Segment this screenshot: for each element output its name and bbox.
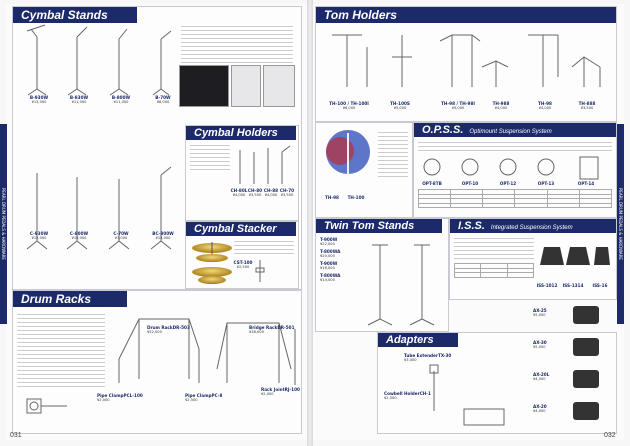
cymbal-stand-label: C-930W¥12,000: [29, 231, 49, 240]
page-gutter: [307, 0, 313, 446]
drum-rack-label: Drum RackDR-503¥52,000: [147, 325, 190, 334]
tom-holder-detail-section: TH-98 TH-100: [315, 122, 413, 218]
stacker-part-graphic: [255, 260, 265, 282]
twin-tom-stand-label: T-800WA¥14,000: [320, 273, 341, 282]
cymbal-stand-label: B-800W¥11,000: [111, 95, 131, 104]
opss-section: O.P.S.S.Optimount Suspension System OPT-…: [413, 122, 617, 218]
iss-description: [454, 235, 534, 259]
adapter-label: AX-20L¥4,500: [533, 372, 550, 381]
tom-holders-section: Tom Holders TH-100 / TH-100I¥6,000 TH-10…: [315, 6, 617, 122]
cymbal-stand-label: B-70W¥8,000: [155, 95, 171, 104]
tom-holder-note: TH-100: [347, 195, 365, 200]
cymbal-holder-label: CH-70¥3,500: [279, 188, 295, 197]
iss-section: I.S.S.Integrated Suspension System ISS-1…: [449, 218, 617, 300]
clamp-label: Pipe ClampPC-8¥2,500: [185, 393, 223, 402]
opss-part-label: OPT-13: [537, 181, 555, 186]
drum-racks-section: Drum Racks Drum RackDR-503¥52,000 Bridge…: [12, 290, 302, 434]
iss-parts-graphic: [540, 247, 610, 265]
adapter-label: AX-25¥5,000: [533, 308, 547, 317]
twin-tom-stand-label: T-800WA¥20,000: [320, 249, 341, 258]
opss-part-label: OPT-10: [461, 181, 479, 186]
adapter-clamps-graphic: [573, 306, 599, 420]
cymbal-stand-label: B-930W¥13,000: [29, 95, 49, 104]
cymbal-stand-label: C-70W¥7,000: [113, 231, 129, 240]
pipe-clamp-photo: [26, 398, 67, 414]
tom-holder-label: TH-988¥4,000: [492, 101, 510, 110]
opss-description: [418, 139, 612, 151]
cymbal-stands-title: Cymbal Stands: [13, 7, 137, 23]
cymbal-stands-section: Cymbal Stands B-930W¥13,000 B-830W¥11,00…: [12, 6, 302, 290]
tom-holder-note: TH-98: [325, 195, 339, 200]
cymbal-holders-title: Cymbal Holders: [186, 126, 296, 140]
drum-rack-label: Bridge RackDR-501¥38,000: [249, 325, 295, 334]
twin-tom-stands-section: Twin Tom Stands T-900W¥22,000 T-800WA¥20…: [315, 218, 449, 332]
cymbal-stands-description: [181, 23, 293, 63]
right-page-sidebar: PEARL DRUM PEDALS & HARDWARE: [617, 124, 624, 324]
iss-part-label: ISS-16: [592, 283, 608, 288]
twin-tom-stand-label: T-900W¥16,000: [320, 261, 338, 270]
tom-holder-label: TH-100 / TH-100I¥6,000: [329, 101, 369, 110]
adapters-title: Adapters: [378, 333, 458, 347]
left-page-sidebar: PEARL DRUM PEDALS & HARDWARE: [0, 124, 7, 324]
cymbal-holder-label: CH-80¥3,500: [247, 188, 263, 197]
cymbal-holders-section: Cymbal Holders CH-80L¥4,000 CH-80¥3,500 …: [185, 125, 299, 221]
tom-holder-label: TH-100S¥5,000: [390, 101, 410, 110]
tom-holder-label: TH-98¥4,000: [538, 101, 552, 110]
clamp-label: Pipe ClampPCL-100¥2,000: [97, 393, 143, 402]
tom-holder-label: TH-888¥3,500: [578, 101, 596, 110]
cymbal-holders-description: [190, 142, 230, 172]
cymbal-stand-detail-photo-2: [231, 65, 261, 107]
cymbal-stand-label: B-830W¥11,000: [69, 95, 89, 104]
twin-tom-stands-graphic: [367, 244, 435, 326]
stacked-cymbals-graphic: [192, 242, 232, 284]
left-page: Cymbal Stands B-930W¥13,000 B-830W¥11,00…: [0, 4, 307, 440]
cymbal-holder-label: CH-88¥4,000: [263, 188, 279, 197]
twin-tom-stands-title: Twin Tom Stands: [316, 219, 442, 233]
page-number-right: 032: [604, 432, 616, 439]
opss-part-label: OPT-14: [577, 181, 595, 186]
opss-spec-table: [417, 189, 613, 209]
straight-stands-row-graphic: [26, 166, 172, 250]
cymbal-stand-detail-photo-1: [179, 65, 229, 107]
drum-racks-title: Drum Racks: [13, 291, 127, 307]
tom-holder-description: [378, 129, 408, 179]
adapter-extra-label: Cowbell HolderCH-1¥2,500: [384, 391, 431, 400]
right-page: Tom Holders TH-100 / TH-100I¥6,000 TH-10…: [313, 4, 624, 440]
cymbal-holder-label: CH-80L¥4,000: [230, 188, 248, 197]
twin-tom-stand-label: T-900W¥22,000: [320, 237, 338, 246]
adapter-label: AX-20¥4,000: [533, 404, 547, 413]
opss-part-label: OPT-12: [499, 181, 517, 186]
opss-title: O.P.S.S.Optimount Suspension System: [414, 123, 616, 137]
tom-holders-graphic: [332, 34, 601, 87]
iss-title: I.S.S.Integrated Suspension System: [450, 219, 616, 233]
opss-part-label: OPT-8TB: [422, 181, 442, 186]
iss-part-label: ISS-1012: [536, 283, 558, 288]
cymbal-stand-detail-photo-3: [263, 65, 295, 107]
tom-mount-diagram: [326, 130, 370, 175]
cymbal-holders-graphic: [239, 145, 291, 184]
iss-spec-table: [453, 263, 535, 278]
drum-racks-description: [17, 311, 105, 389]
adapter-parts-graphic: [429, 364, 505, 426]
cymbal-stacker-description: [234, 238, 294, 256]
cymbal-stacker-title: Cymbal Stacker: [186, 222, 296, 236]
drum-rack-graphics: [118, 318, 296, 385]
opss-parts-graphic: [423, 156, 599, 180]
iss-part-label: ISS-1314: [562, 283, 584, 288]
cymbal-stand-label: C-800W¥10,000: [69, 231, 89, 240]
adapter-extra-label: Tube ExtenderTX-30¥3,000: [404, 353, 452, 362]
tom-holder-label: TH-98 / TH-98I¥5,000: [441, 101, 475, 110]
adapter-label: AX-30¥5,000: [533, 340, 547, 349]
stacker-label: CST-100¥2,500: [233, 260, 253, 269]
boom-stands-row-graphic: [26, 24, 172, 96]
cymbal-stand-label: BC-800W¥13,000: [152, 231, 174, 240]
clamp-label: Rack JointRJ-100¥2,000: [261, 387, 300, 396]
cymbal-stacker-section: Cymbal Stacker CST-100¥2,500: [185, 221, 299, 289]
tom-holders-title: Tom Holders: [316, 7, 616, 23]
page-number-left: 031: [10, 432, 22, 439]
